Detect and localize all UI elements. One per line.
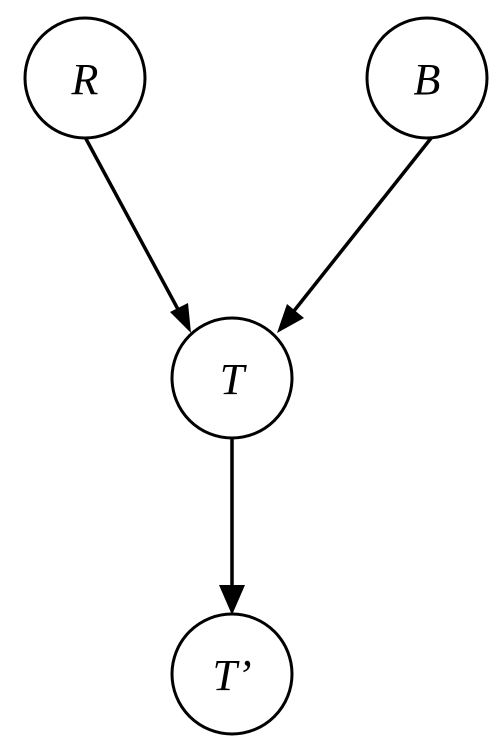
- node-t-label: T: [220, 355, 248, 404]
- edges: [83, 135, 434, 615]
- node-t-circle: [170, 316, 294, 440]
- edge-r-to-t: [83, 136, 189, 327]
- edge-b-to-t-arrowhead: [277, 304, 304, 333]
- node-b-label: B: [414, 55, 441, 104]
- node-t-prime-label: T’: [212, 651, 251, 700]
- node-r: R: [23, 16, 147, 140]
- node-b-circle: [365, 16, 489, 140]
- edge-r-to-t-arrowhead: [170, 303, 191, 333]
- node-t: T: [170, 316, 294, 440]
- node-b: B: [365, 16, 489, 140]
- node-t-prime-circle: [170, 612, 294, 736]
- edge-b-to-t: [280, 135, 434, 328]
- edge-t-to-tprime-arrowhead: [219, 585, 245, 615]
- node-t-prime: T’: [170, 612, 294, 736]
- node-r-label: R: [71, 55, 99, 104]
- node-r-circle: [23, 16, 147, 140]
